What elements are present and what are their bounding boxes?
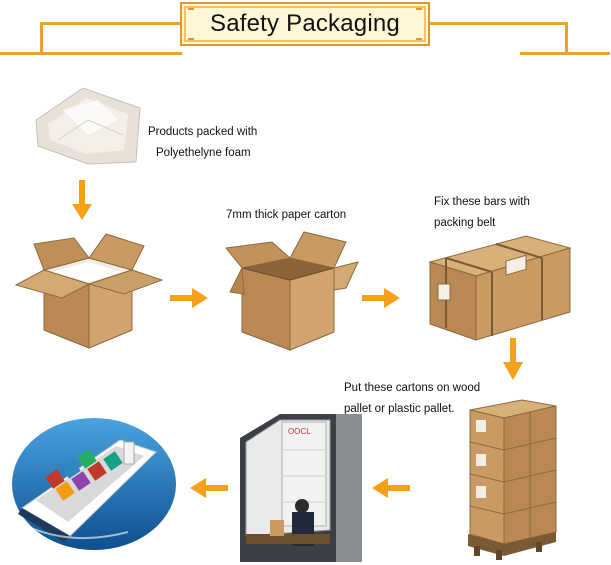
pallet-stack-image [468,399,557,560]
title-banner: Safety Packaging [180,2,430,46]
arrow-right-2 [362,288,400,308]
strapped-box-image [428,235,572,341]
page-title: Safety Packaging [210,10,400,37]
arrow-right-1 [170,288,208,308]
step-2-line1: 7mm thick paper carton [226,209,347,221]
arrow-down-2 [503,338,523,380]
step-4-line2: pallet or plastic pallet. [344,403,455,415]
step-2-caption: 7mm thick paper carton [226,205,376,226]
foam-bag-image [35,87,141,165]
frame-top-left [40,52,182,55]
step-3-line2: packing belt [434,217,496,229]
step-1-line2: Polyethelyne foam [156,147,251,159]
step-3-line1: Fix these bars with [434,196,530,208]
open-box-foam-image [14,233,164,349]
title-deco-right [416,8,422,40]
step-1-line1: Products packed with [148,126,258,138]
cargo-ship-image [12,418,176,550]
frame-top-left-drop [40,22,43,55]
container-loading-image: OOCL [240,414,362,562]
step-4-line1: Put these cartons on wood [344,382,481,394]
title-deco-left [188,8,194,40]
arrow-down-1 [72,180,92,220]
step-3-caption: Fix these bars with packing belt [434,192,584,234]
frame-top-right-low [520,52,610,55]
frame-top-right-drop [565,22,568,55]
container-label: OOCL [288,427,311,436]
arrow-left-2 [190,478,228,498]
frame-top-left-arm [40,22,182,25]
frame-top-right [428,22,568,25]
step-1-caption: Products packed with Polyethelyne foam [148,122,288,164]
step-4-caption: Put these cartons on wood pallet or plas… [344,378,504,420]
arrow-left-1 [372,478,410,498]
frame-left-edge [0,52,60,55]
open-box-image [225,231,359,351]
